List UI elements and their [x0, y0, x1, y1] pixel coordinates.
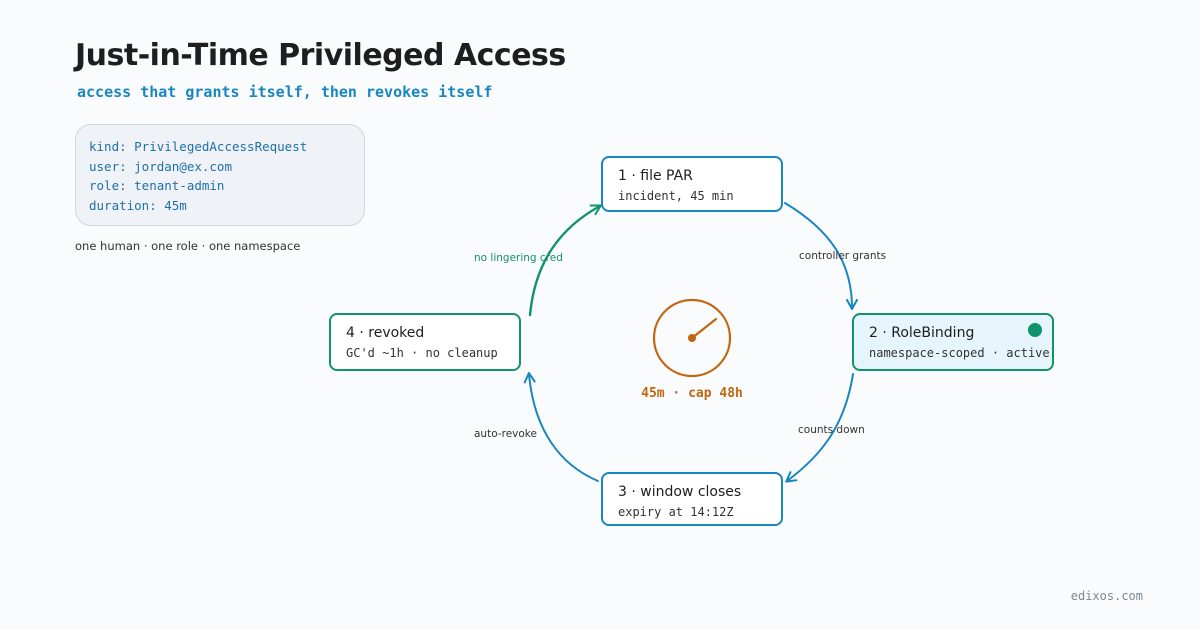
step-subtitle: incident, 45 min [618, 189, 734, 203]
edge-revoke-arrow [523, 372, 599, 482]
edge-label-no-lingering-cred: no lingering cred [474, 252, 563, 264]
page-title: Just-in-Time Privileged Access [75, 38, 566, 73]
step-title: 2 · RoleBinding [869, 325, 975, 341]
request-spec-card: kind: PrivilegedAccessRequest user: jord… [75, 124, 365, 226]
footer-brand: edixos.com [1070, 589, 1143, 603]
spec-role: role: tenant-admin [89, 178, 225, 193]
step-title: 4 · revoked [346, 325, 425, 341]
step-window-closes: 3 · window closes expiry at 14:12Z [601, 472, 783, 526]
edge-label-controller-grants: controller grants [799, 250, 887, 262]
edge-countdown-arrow [785, 373, 854, 483]
edge-grant-arrow [784, 202, 858, 310]
spec-duration: duration: 45m [89, 197, 187, 213]
spec-kind: kind: PrivilegedAccessRequest [89, 139, 308, 154]
edge-label-counts-down: counts down [798, 424, 865, 436]
step-rolebinding: 2 · RoleBinding namespace-scoped · activ… [852, 313, 1054, 371]
step-revoked: 4 · revoked GC'd ~1h · no cleanup [329, 313, 521, 371]
clock-icon [652, 298, 732, 378]
timer-label: 45m · cap 48h [641, 386, 743, 401]
active-status-dot [1028, 323, 1042, 337]
step-file-par: 1 · file PAR incident, 45 min [601, 156, 783, 212]
step-subtitle: GC'd ~1h · no cleanup [346, 346, 498, 360]
spec-user: user: jordan@ex.com [89, 158, 232, 174]
step-title: 1 · file PAR [618, 168, 693, 184]
edge-label-auto-revoke: auto-revoke [474, 428, 537, 440]
step-title: 3 · window closes [618, 484, 742, 500]
edge-no-lingering-arrow [528, 204, 602, 317]
scope-note: one human · one role · one namespace [75, 239, 301, 253]
step-subtitle: namespace-scoped · active [869, 346, 1050, 360]
step-subtitle: expiry at 14:12Z [618, 505, 734, 519]
page-subtitle: access that grants itself, then revokes … [77, 83, 493, 101]
